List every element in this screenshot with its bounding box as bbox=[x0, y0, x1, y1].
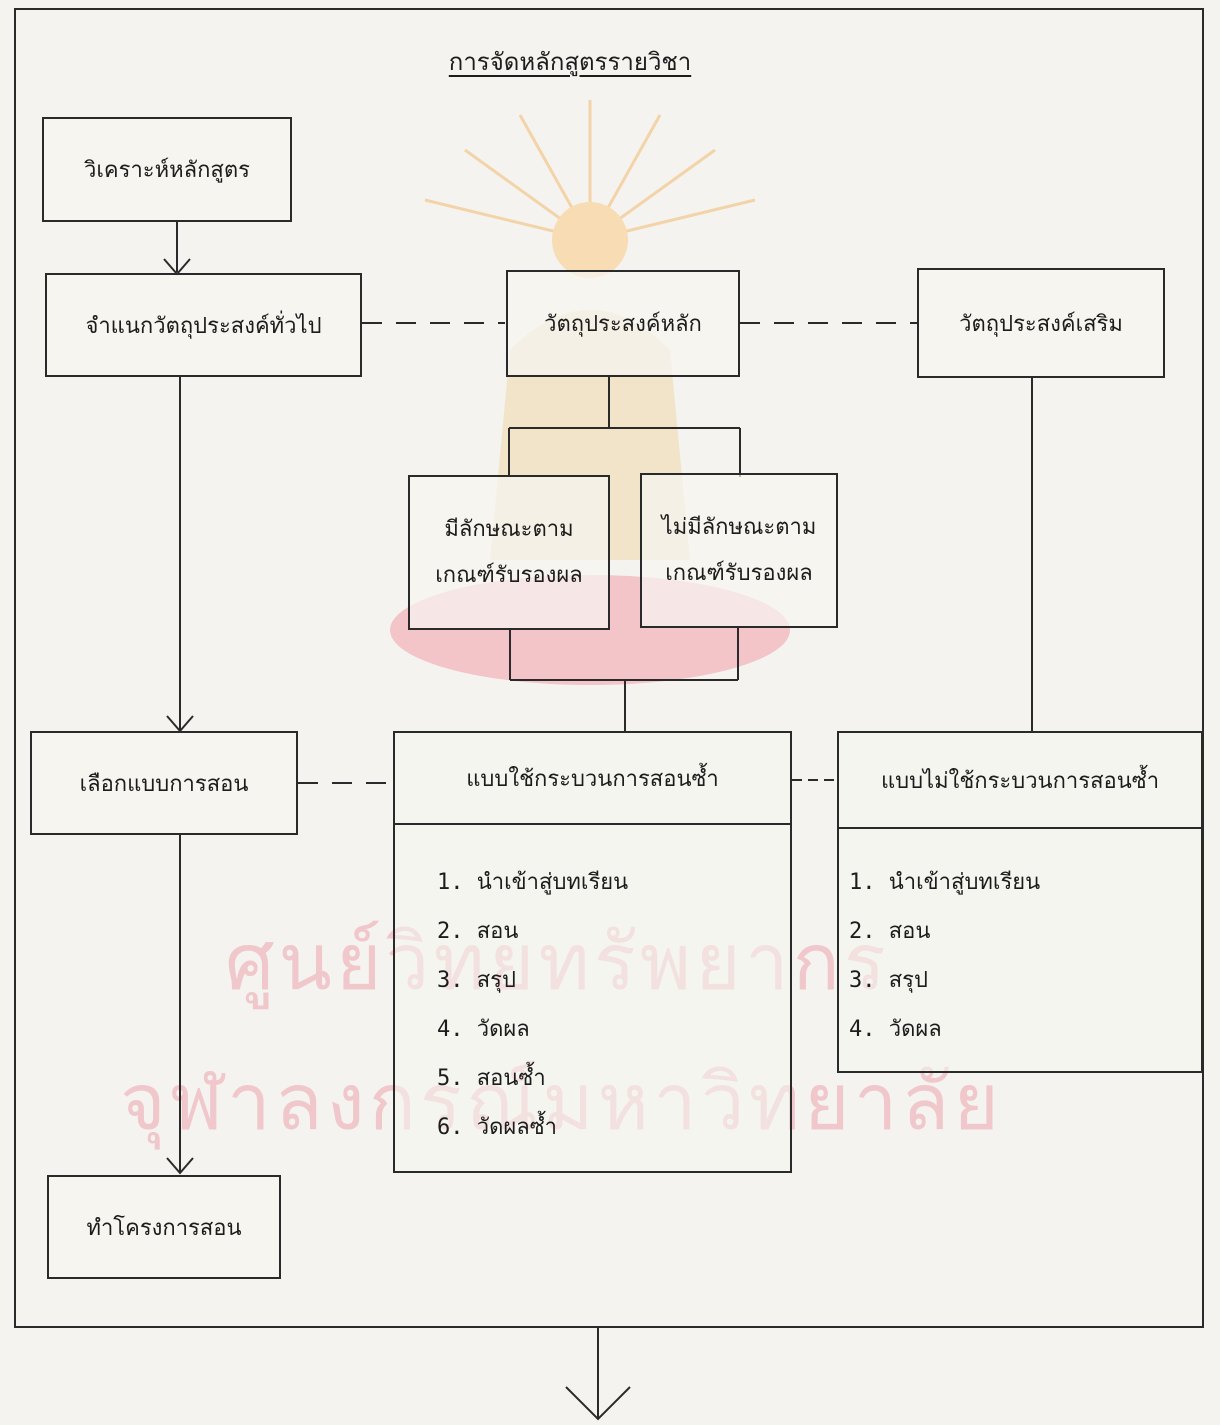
repeat-model-step: 2. สอน bbox=[437, 919, 519, 944]
no-repeat-model-title: แบบไม่ใช้กระบวนการสอนซ้ำ bbox=[839, 733, 1201, 829]
not-meets-criteria-line-2: เกณฑ์รับรองผล bbox=[665, 560, 813, 586]
repeat-model-step: 4. วัดผล bbox=[437, 1017, 530, 1042]
no-repeat-model-step: 4. วัดผล bbox=[849, 1017, 942, 1042]
not-meets-criteria-line-1: ไม่มีลักษณะตาม bbox=[661, 514, 817, 540]
repeat-teaching-model-box: แบบใช้กระบวนการสอนซ้ำ 1. นำเข้าสู่บทเรีย… bbox=[393, 731, 792, 1173]
make-teaching-plan-box: ทำโครงการสอน bbox=[47, 1175, 281, 1279]
repeat-model-steps: 1. นำเข้าสู่บทเรียน 2. สอน 3. สรุป 4. วั… bbox=[437, 858, 628, 1152]
repeat-model-step: 3. สรุป bbox=[437, 968, 516, 993]
not-meets-criteria-box: ไม่มีลักษณะตาม เกณฑ์รับรองผล bbox=[640, 473, 838, 628]
diagram-frame bbox=[14, 8, 1204, 1328]
no-repeat-model-step: 1. นำเข้าสู่บทเรียน bbox=[849, 870, 1041, 895]
repeat-model-title: แบบใช้กระบวนการสอนซ้ำ bbox=[395, 733, 790, 825]
diagram-title: การจัดหลักสูตรรายวิชา bbox=[448, 48, 692, 76]
choose-teaching-model-box: เลือกแบบการสอน bbox=[30, 731, 298, 835]
repeat-model-step: 5. สอนซ้ำ bbox=[437, 1066, 546, 1091]
no-repeat-model-step: 2. สอน bbox=[849, 919, 931, 944]
meets-criteria-box: มีลักษณะตาม เกณฑ์รับรองผล bbox=[408, 475, 610, 630]
repeat-model-step: 1. นำเข้าสู่บทเรียน bbox=[437, 870, 629, 895]
analyze-curriculum-box: วิเคราะห์หลักสูตร bbox=[42, 117, 292, 222]
classify-objectives-box: จำแนกวัตถุประสงค์ทั่วไป bbox=[45, 273, 362, 377]
meets-criteria-line-1: มีลักษณะตาม bbox=[444, 516, 574, 542]
no-repeat-model-step: 3. สรุป bbox=[849, 968, 928, 993]
main-objective-box: วัตถุประสงค์หลัก bbox=[506, 270, 740, 377]
meets-criteria-line-2: เกณฑ์รับรองผล bbox=[435, 562, 583, 588]
no-repeat-teaching-model-box: แบบไม่ใช้กระบวนการสอนซ้ำ 1. นำเข้าสู่บทเ… bbox=[837, 731, 1203, 1073]
supplementary-objective-box: วัตถุประสงค์เสริม bbox=[917, 268, 1165, 378]
repeat-model-step: 6. วัดผลซ้ำ bbox=[437, 1115, 558, 1140]
no-repeat-model-steps: 1. นำเข้าสู่บทเรียน 2. สอน 3. สรุป 4. วั… bbox=[849, 858, 1040, 1054]
